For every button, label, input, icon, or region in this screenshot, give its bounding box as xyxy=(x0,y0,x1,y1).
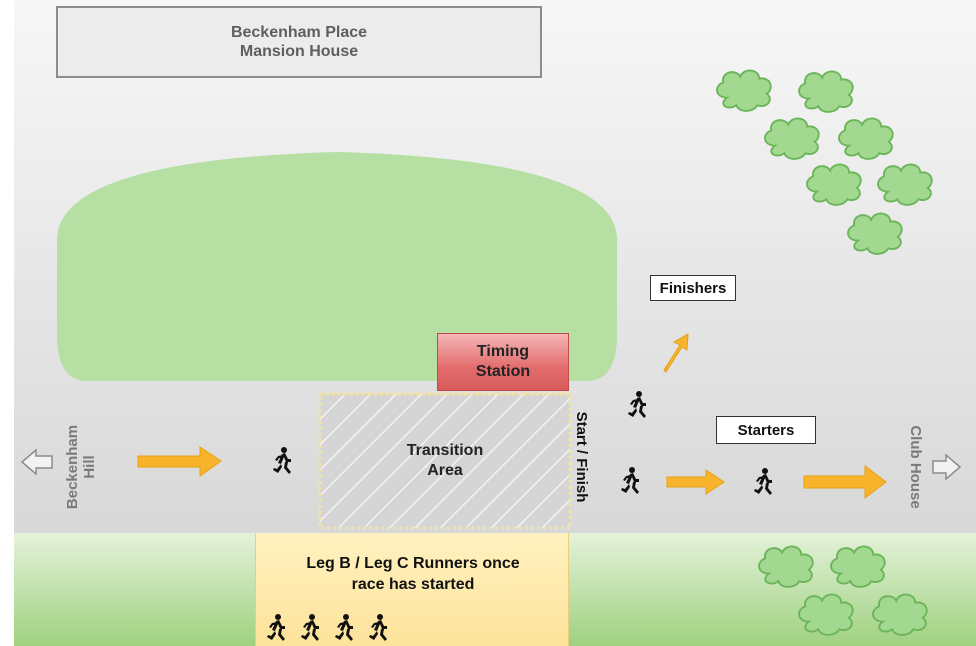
arrow-right-icon xyxy=(803,464,887,500)
waiting-runners-area: Leg B / Leg C Runners once race has star… xyxy=(255,533,569,646)
transition-area xyxy=(318,392,572,530)
arrow-left-outline-icon xyxy=(20,448,53,476)
arrow-right-outline-icon xyxy=(932,453,962,481)
finishers-label: Finishers xyxy=(650,275,736,301)
mansion-house-box: Beckenham Place Mansion House xyxy=(56,6,542,78)
runner-icon xyxy=(335,614,353,641)
transition-label-line1: Transition xyxy=(406,442,484,459)
start-finish-label: Start / Finish xyxy=(573,411,590,503)
arrow-right-icon xyxy=(666,469,725,495)
beckenham-label-line1: Beckenham xyxy=(64,424,81,510)
runner-icon xyxy=(369,614,387,641)
mansion-label-line1: Beckenham Place xyxy=(230,24,368,41)
waiting-area-label: Leg B / Leg C Runners once race has star… xyxy=(256,553,570,595)
starters-label: Starters xyxy=(716,416,816,444)
mansion-label-line2: Mansion House xyxy=(239,43,359,60)
lawn-area xyxy=(57,152,617,381)
transition-area-label: Transition Area xyxy=(320,441,570,481)
transition-label-line2: Area xyxy=(427,462,463,479)
arrow-right-icon xyxy=(137,446,222,477)
arrow-up-right-icon xyxy=(663,333,689,373)
waiting-runners xyxy=(267,614,387,641)
club-house-label: Club House xyxy=(907,425,924,509)
waiting-label-line2: race has started xyxy=(351,576,475,593)
runner-icon xyxy=(301,614,319,641)
beckenham-label-line2: Hill xyxy=(81,455,98,479)
beckenham-hill-label: Beckenham Hill xyxy=(64,417,100,517)
timing-label-line2: Station xyxy=(475,363,531,380)
runner-icon xyxy=(267,614,285,641)
timing-label-line1: Timing xyxy=(476,343,530,360)
waiting-label-line1: Leg B / Leg C Runners once xyxy=(306,555,520,572)
timing-station-box: Timing Station xyxy=(437,333,569,391)
